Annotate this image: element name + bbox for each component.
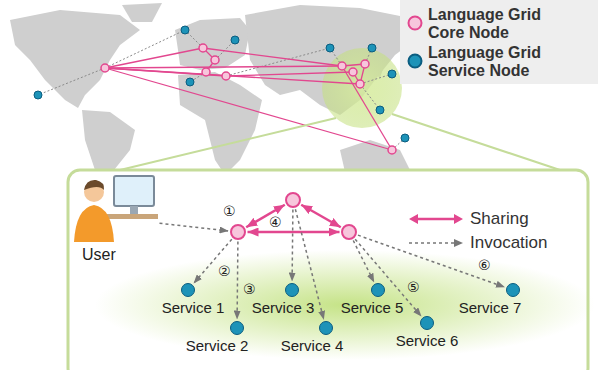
service-label: Service 1 xyxy=(162,299,225,316)
service-label: Service 7 xyxy=(459,299,522,316)
map-core-nodes xyxy=(101,44,396,154)
callout-number: ⑥ xyxy=(478,257,491,273)
service-node: Service 3 xyxy=(285,283,299,297)
zoom-line xyxy=(392,114,560,170)
invocation-arrow xyxy=(194,239,232,283)
map-sharing-lines xyxy=(105,48,392,150)
service-node: Service 1 xyxy=(181,283,195,297)
callout-number: ① xyxy=(223,203,236,219)
inset-glow xyxy=(95,250,595,360)
highlight-circle xyxy=(322,48,402,128)
service-label: Service 6 xyxy=(396,332,459,349)
invocation-arrow xyxy=(353,240,374,282)
sharing-arrow xyxy=(301,205,341,228)
user-label: User xyxy=(82,246,116,264)
core-node xyxy=(341,224,357,240)
user-illustration xyxy=(66,172,158,244)
legend-label: Sharing xyxy=(470,209,580,228)
invocation-arrow xyxy=(236,241,238,319)
service-node: Service 5 xyxy=(371,283,385,297)
legend-label: Language Grid Service Node xyxy=(428,44,558,80)
map-invocation-lines xyxy=(38,30,405,150)
legend-swatch xyxy=(408,212,464,226)
core-node xyxy=(285,192,301,208)
invocation-arrow xyxy=(159,223,228,231)
user-figure: User xyxy=(66,172,158,264)
callout-number: ⑤ xyxy=(407,279,420,295)
sharing-arrow xyxy=(248,231,340,234)
legend-swatch xyxy=(408,236,464,250)
service-node: Service 7 xyxy=(506,283,520,297)
continents xyxy=(10,3,420,195)
legend-swatch xyxy=(406,14,424,32)
service-node: Service 6 xyxy=(420,316,434,330)
legend-panel xyxy=(400,0,598,84)
invocation-arrow xyxy=(291,209,293,281)
service-label: Service 4 xyxy=(281,337,344,354)
service-label: Service 5 xyxy=(341,299,404,316)
service-label: Service 2 xyxy=(186,337,249,354)
service-node: Service 4 xyxy=(319,321,333,335)
legend-label: Invocation xyxy=(470,233,580,252)
map-service-nodes xyxy=(34,26,409,142)
zoom-line xyxy=(120,118,336,170)
service-label: Service 3 xyxy=(252,299,315,316)
callout-number: ② xyxy=(218,263,231,279)
legend-swatch xyxy=(406,52,424,70)
service-node: Service 2 xyxy=(230,321,244,335)
callout-number: ③ xyxy=(243,281,256,297)
core-node xyxy=(230,224,246,240)
legend-label: Language Grid Core Node xyxy=(428,6,558,42)
callout-number: ④ xyxy=(269,214,282,230)
